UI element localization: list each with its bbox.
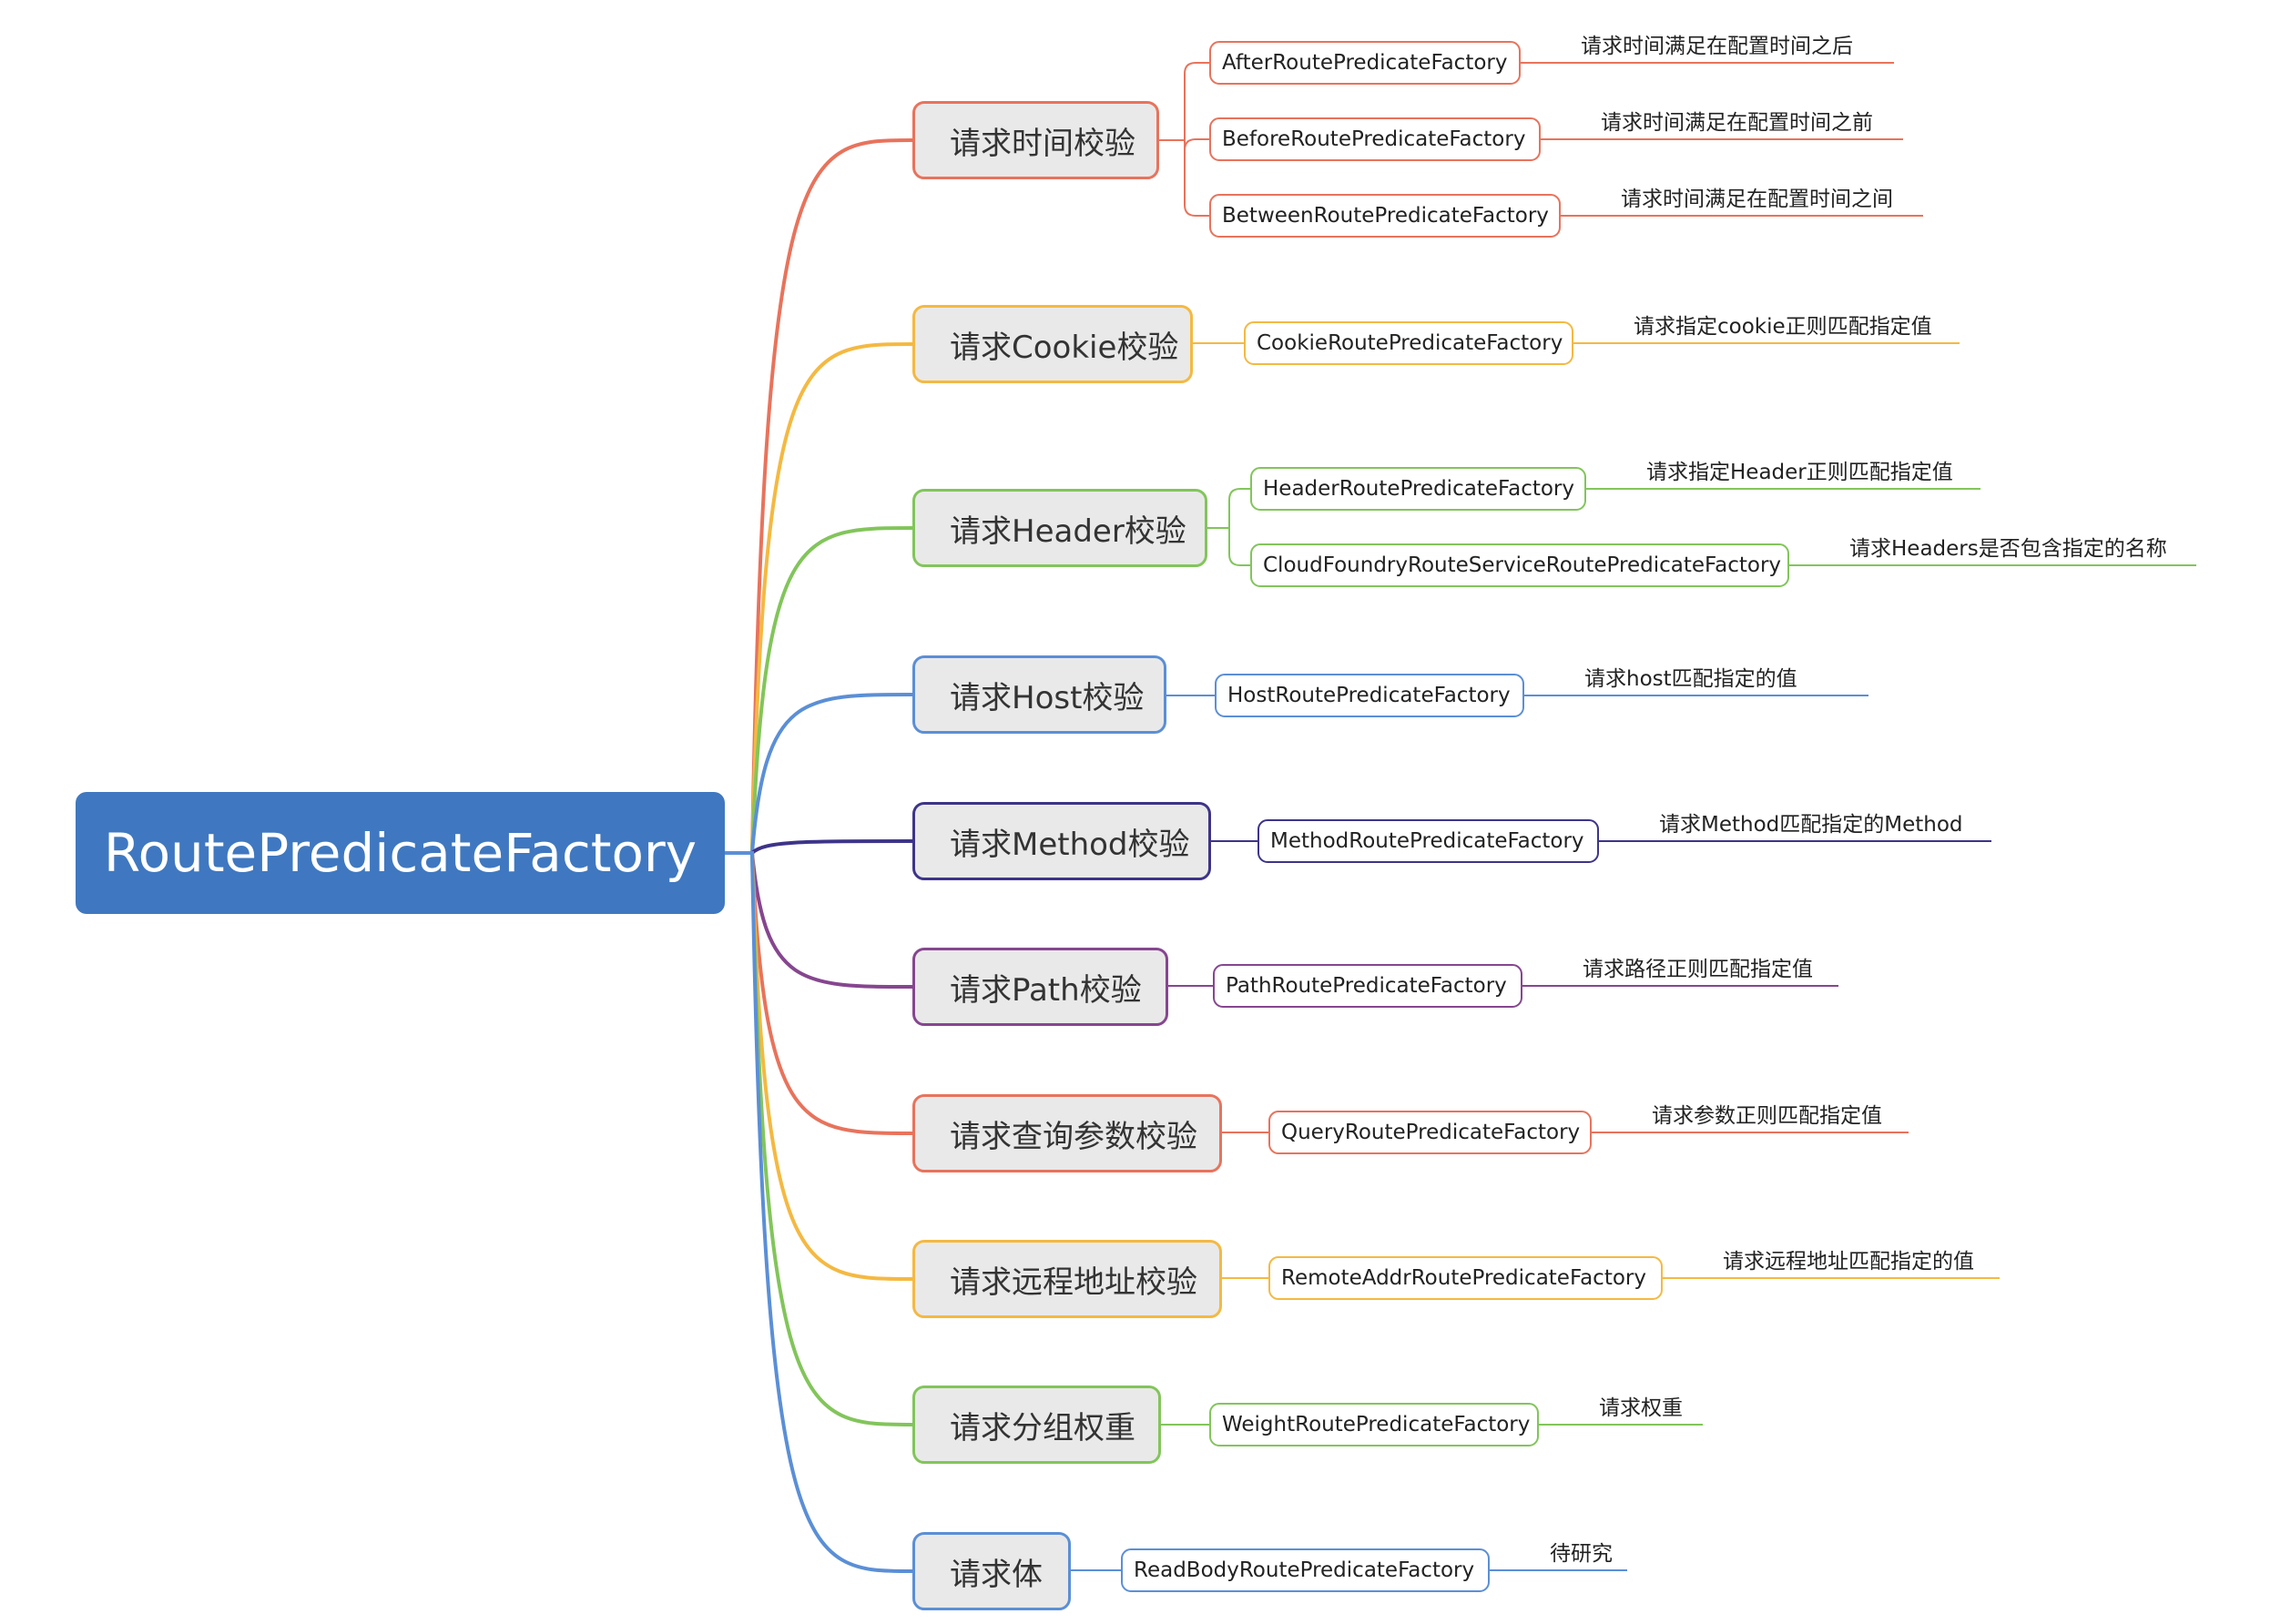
note-text[interactable]: 请求host匹配指定的值 [1584, 667, 1797, 691]
note-text[interactable]: 请求路径正则匹配指定值 [1583, 958, 1813, 981]
branch-node[interactable]: 请求体 [912, 1532, 1071, 1610]
branch-node[interactable]: 请求时间校验 [912, 101, 1159, 179]
note-text[interactable]: 请求指定Header正则匹配指定值 [1646, 461, 1953, 484]
note-text[interactable]: 请求权重 [1599, 1396, 1683, 1420]
factory-node[interactable]: HeaderRoutePredicateFactory [1250, 467, 1586, 511]
branch-node[interactable]: 请求Cookie校验 [912, 305, 1193, 383]
factory-node[interactable]: AfterRoutePredicateFactory [1209, 41, 1521, 85]
factory-node[interactable]: ReadBodyRoutePredicateFactory [1121, 1548, 1490, 1592]
note-text[interactable]: 请求Method匹配指定的Method [1659, 813, 1963, 837]
note-text[interactable]: 请求时间满足在配置时间之间 [1621, 188, 1893, 211]
branch-connector [725, 526, 913, 855]
leaf-connector [1184, 138, 1209, 151]
branch-node[interactable]: 请求Header校验 [912, 489, 1207, 567]
leaf-connector [1184, 62, 1209, 75]
factory-node[interactable]: MethodRoutePredicateFactory [1258, 819, 1599, 863]
branch-connector [725, 342, 913, 855]
branch-node[interactable]: 请求Host校验 [912, 655, 1166, 734]
factory-node[interactable]: RemoteAddrRoutePredicateFactory [1268, 1256, 1663, 1300]
note-text[interactable]: 请求时间满足在配置时间之前 [1601, 111, 1873, 135]
factory-node[interactable]: CloudFoundryRouteServiceRoutePredicateFa… [1250, 543, 1789, 587]
branch-node[interactable]: 请求分组权重 [912, 1385, 1161, 1464]
note-text[interactable]: 待研究 [1550, 1542, 1613, 1566]
factory-node[interactable]: QueryRoutePredicateFactory [1268, 1111, 1592, 1154]
leaf-connector [1228, 488, 1250, 501]
note-text[interactable]: 请求指定cookie正则匹配指定值 [1634, 315, 1932, 339]
branch-connector [725, 851, 913, 989]
branch-connector [725, 851, 913, 1135]
factory-node[interactable]: CookieRoutePredicateFactory [1244, 321, 1573, 365]
factory-node[interactable]: HostRoutePredicateFactory [1215, 674, 1524, 717]
note-text[interactable]: 请求时间满足在配置时间之后 [1581, 35, 1853, 58]
factory-node[interactable]: BeforeRoutePredicateFactory [1209, 117, 1541, 161]
branch-connector [725, 839, 913, 855]
branch-node[interactable]: 请求查询参数校验 [912, 1094, 1222, 1172]
branch-node[interactable]: 请求远程地址校验 [912, 1240, 1222, 1318]
root-node[interactable]: RoutePredicateFactory [76, 792, 725, 914]
leaf-connector [1228, 553, 1250, 566]
factory-node[interactable]: PathRoutePredicateFactory [1213, 964, 1522, 1008]
branch-node[interactable]: 请求Path校验 [912, 948, 1168, 1026]
branch-node[interactable]: 请求Method校验 [912, 802, 1211, 880]
factory-node[interactable]: BetweenRoutePredicateFactory [1209, 194, 1561, 238]
branch-connector [725, 693, 913, 855]
leaf-connector [1184, 204, 1209, 217]
note-text[interactable]: 请求远程地址匹配指定的值 [1723, 1250, 1974, 1274]
note-text[interactable]: 请求参数正则匹配指定值 [1652, 1104, 1882, 1128]
factory-node[interactable]: WeightRoutePredicateFactory [1209, 1403, 1539, 1446]
branch-connector [725, 851, 913, 1573]
note-text[interactable]: 请求Headers是否包含指定的名称 [1849, 537, 2167, 561]
branch-connector [725, 138, 913, 855]
